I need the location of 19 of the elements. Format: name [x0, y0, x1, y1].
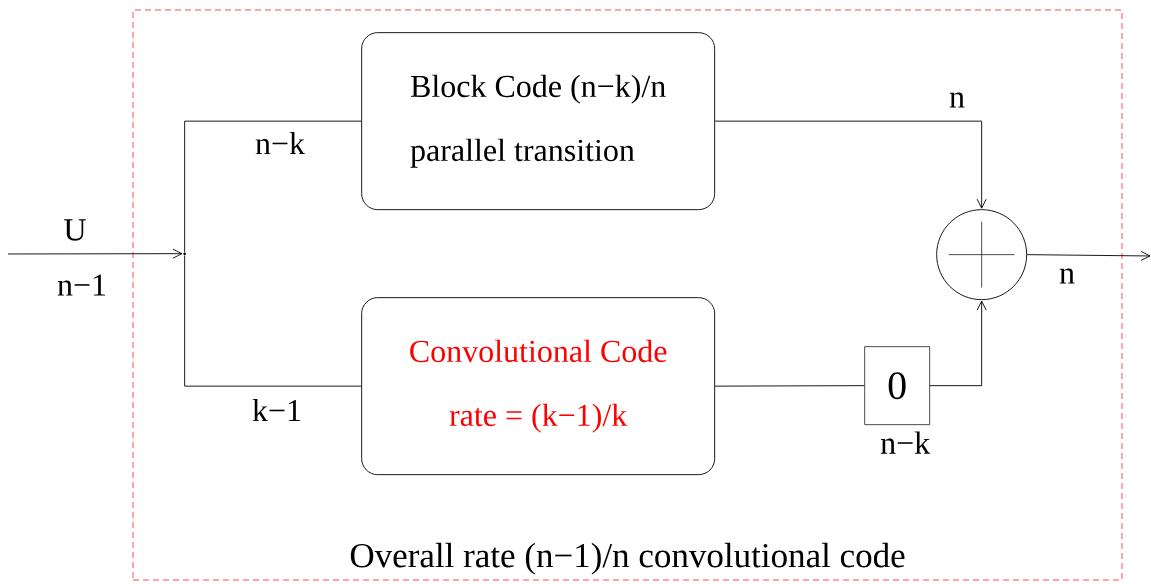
signal-label: U: [64, 219, 86, 241]
process-box: Block Code (n−k)/n parallel transition: [361, 32, 716, 211]
connector-line: [714, 385, 865, 387]
arrow: [1026, 250, 1151, 261]
arrow: [714, 120, 987, 209]
edge-label: n−k: [255, 131, 306, 155]
edge-label: n: [1059, 268, 1075, 284]
connector-line: [184, 254, 362, 387]
signal-label: n−1: [57, 274, 106, 296]
junction-point: [183, 252, 186, 255]
edge-label: n: [949, 92, 965, 108]
box-caption: n−k: [880, 431, 931, 454]
delay-box: 0: [864, 346, 930, 425]
adder-circle: [936, 209, 1028, 301]
process-box: Convolutional Code rate = (k−1)/k: [361, 297, 716, 476]
edge-label: k−1: [252, 398, 301, 422]
connector-line: [184, 120, 362, 253]
arrow: [7, 248, 183, 259]
arrow: [929, 300, 987, 387]
